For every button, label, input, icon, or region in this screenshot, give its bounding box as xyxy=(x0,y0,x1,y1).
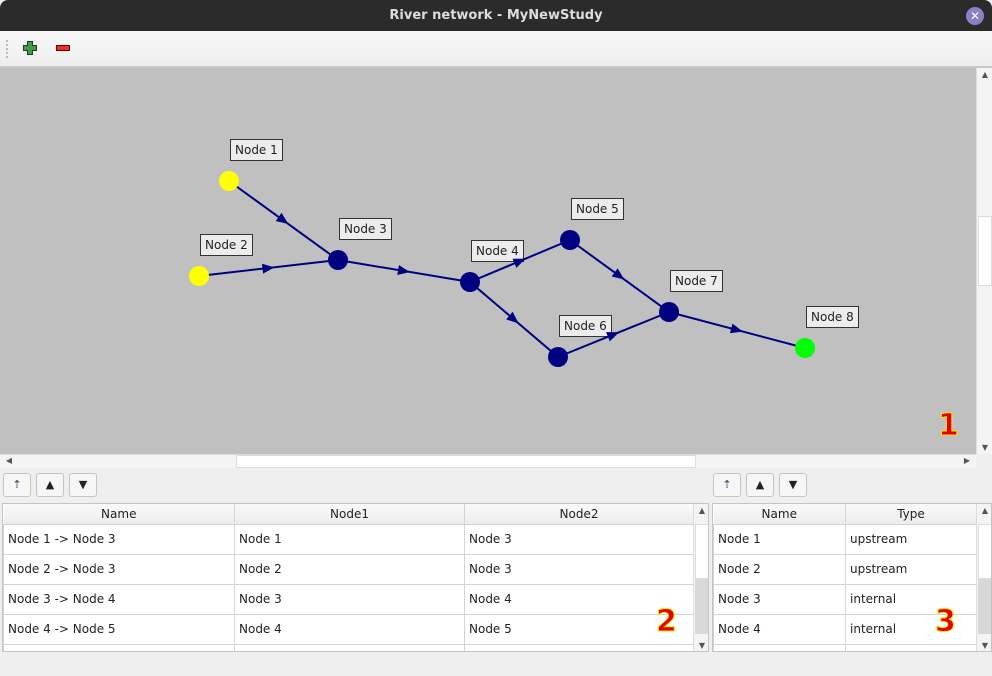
cell[interactable]: Node 3 xyxy=(464,523,694,555)
annotation-1: 1 xyxy=(938,408,960,444)
toolbar-grip[interactable] xyxy=(6,40,10,58)
column-header-node1[interactable]: Node1 xyxy=(234,504,465,525)
edge-arrow-icon xyxy=(512,258,526,268)
graph-vertical-scrollbar[interactable]: ▲ ▼ xyxy=(976,68,992,454)
edge-arrow-icon xyxy=(606,332,620,342)
cell[interactable]: Node 1 xyxy=(713,523,846,555)
plus-icon[interactable] xyxy=(22,40,38,56)
node-label: Node 2 xyxy=(200,234,253,256)
column-header-type[interactable]: Type xyxy=(845,504,977,525)
edges-table-scrollbar[interactable]: ▲ ▼ xyxy=(693,504,708,651)
move-down-button[interactable]: ▼ xyxy=(779,473,807,497)
cell[interactable]: Node 2 xyxy=(713,553,846,585)
up-arrow-icon: ▲ xyxy=(755,478,765,491)
sort-icon: ⇡ xyxy=(12,478,22,491)
move-up-button[interactable]: ▲ xyxy=(36,473,64,497)
column-header-name[interactable]: Name xyxy=(713,504,846,525)
node-label: Node 1 xyxy=(230,139,283,161)
column-header-name[interactable]: Name xyxy=(3,504,235,525)
move-up-button[interactable]: ▲ xyxy=(746,473,774,497)
cell[interactable]: upstream xyxy=(845,523,977,555)
edge-arrow-icon xyxy=(611,268,625,280)
node-label: Node 7 xyxy=(670,270,723,292)
column-header-node2[interactable]: Node2 xyxy=(464,504,694,525)
node-internal[interactable] xyxy=(548,347,568,367)
down-arrow-icon: ▼ xyxy=(788,478,798,491)
edge-arrow-icon xyxy=(506,311,519,324)
edge-arrow-icon xyxy=(275,212,289,225)
toolbar xyxy=(0,31,992,68)
minus-icon[interactable] xyxy=(55,40,71,56)
scroll-thumb[interactable] xyxy=(978,216,992,286)
cell[interactable]: Node 4 xyxy=(234,613,465,645)
graph-horizontal-scrollbar[interactable]: ◀ ▶ xyxy=(0,454,976,468)
move-down-button[interactable]: ▼ xyxy=(69,473,97,497)
close-icon[interactable]: ✕ xyxy=(966,7,984,25)
edge-arrow-icon xyxy=(261,263,275,274)
node-internal[interactable] xyxy=(460,272,480,292)
annotation-2: 2 xyxy=(656,604,678,640)
cell[interactable]: internal xyxy=(845,583,977,615)
nodes-table-scrollbar[interactable]: ▲ ▼ xyxy=(976,504,991,651)
cell[interactable]: Node 2 xyxy=(234,553,465,585)
scroll-thumb[interactable] xyxy=(236,455,696,468)
node-label: Node 8 xyxy=(806,306,859,328)
annotation-3: 3 xyxy=(935,604,957,640)
cell[interactable]: Node 2 -> Node 3 xyxy=(3,553,235,585)
cell[interactable]: Node 3 xyxy=(713,583,846,615)
node-label: Node 4 xyxy=(471,240,524,262)
scroll-thumb[interactable] xyxy=(695,524,708,579)
cell[interactable]: Node 1 -> Node 3 xyxy=(3,523,235,555)
node-label: Node 3 xyxy=(339,218,392,240)
node-label: Node 6 xyxy=(559,315,612,337)
cell[interactable]: Node 4 -> Node 5 xyxy=(3,613,235,645)
cell[interactable]: Node 3 -> Node 4 xyxy=(3,583,235,615)
cell[interactable]: Node 3 xyxy=(464,553,694,585)
node-label: Node 5 xyxy=(571,198,624,220)
status-bar xyxy=(0,652,992,676)
cell[interactable]: internal xyxy=(845,613,977,645)
node-upstream[interactable] xyxy=(219,171,239,191)
node-internal[interactable] xyxy=(560,230,580,250)
title-bar: River network - MyNewStudy ✕ xyxy=(0,0,992,31)
cell[interactable]: Node 3 xyxy=(234,583,465,615)
up-arrow-icon: ▲ xyxy=(45,478,55,491)
node-downstream[interactable] xyxy=(795,338,815,358)
sort-button[interactable]: ⇡ xyxy=(3,473,31,497)
cell[interactable]: upstream xyxy=(845,553,977,585)
scroll-thumb[interactable] xyxy=(978,524,991,579)
node-internal[interactable] xyxy=(659,302,679,322)
river-network-graph[interactable]: Node 1 Node 2 Node 3 Node 4 Node 5 Node 6 Node… xyxy=(0,68,976,454)
node-internal[interactable] xyxy=(328,250,348,270)
sort-icon: ⇡ xyxy=(722,478,732,491)
cell[interactable]: Node 1 xyxy=(234,523,465,555)
window-title: River network - MyNewStudy xyxy=(389,8,603,23)
edge-arrow-icon xyxy=(729,323,743,334)
sort-button[interactable]: ⇡ xyxy=(713,473,741,497)
graph-svg xyxy=(189,171,815,367)
cell[interactable]: Node 4 xyxy=(713,613,846,645)
edge-arrow-icon xyxy=(397,265,410,275)
down-arrow-icon: ▼ xyxy=(78,478,88,491)
node-upstream[interactable] xyxy=(189,266,209,286)
